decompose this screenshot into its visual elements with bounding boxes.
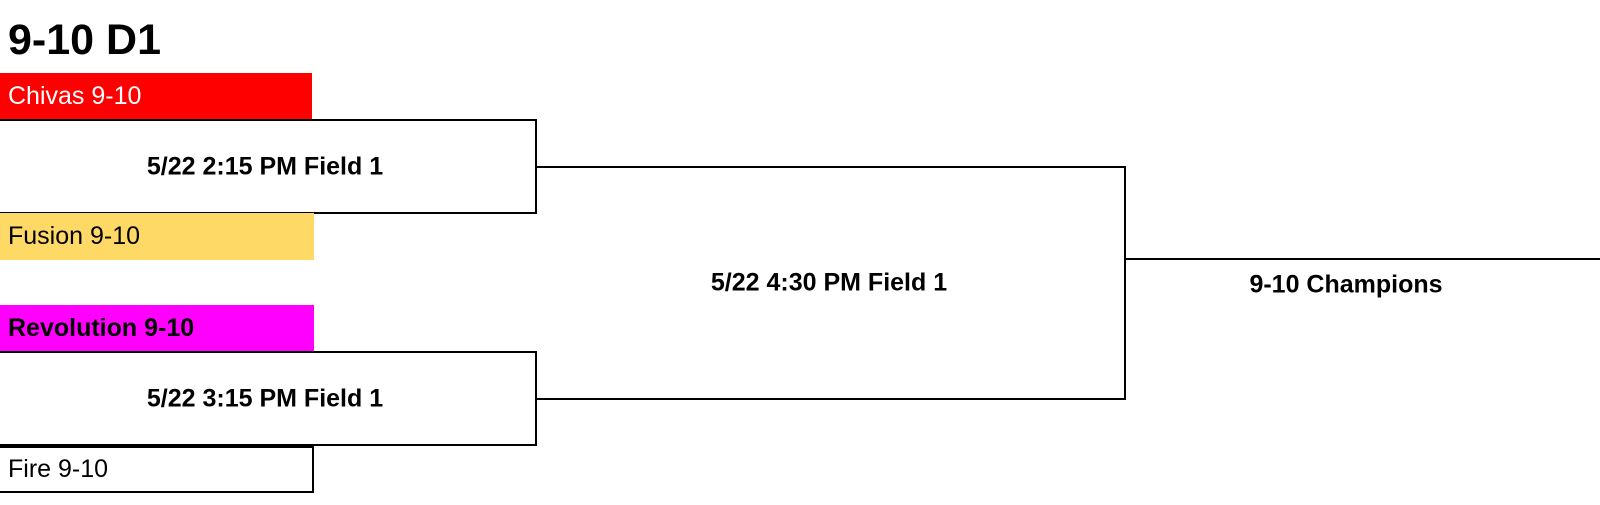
team-slot-fire: Fire 9-10 <box>0 446 314 493</box>
game-box-semifinal-1 <box>0 119 537 214</box>
connector-semifinal-1 <box>537 166 1126 168</box>
game-box-semifinal-2 <box>0 351 537 446</box>
connector-champion <box>1124 258 1600 260</box>
champion-label: 9-10 Champions <box>1249 270 1443 299</box>
connector-semifinal-2 <box>537 398 1126 400</box>
game-label-final: 5/22 4:30 PM Field 1 <box>710 268 948 297</box>
team-slot-revolution: Revolution 9-10 <box>0 305 314 352</box>
bracket-title: 9-10 D1 <box>8 16 161 64</box>
team-slot-chivas: Chivas 9-10 <box>0 73 312 120</box>
connector-final-vertical <box>1124 166 1126 400</box>
team-slot-fusion: Fusion 9-10 <box>0 213 314 260</box>
game-label-semifinal-1: 5/22 2:15 PM Field 1 <box>146 152 384 181</box>
game-label-semifinal-2: 5/22 3:15 PM Field 1 <box>146 384 384 413</box>
